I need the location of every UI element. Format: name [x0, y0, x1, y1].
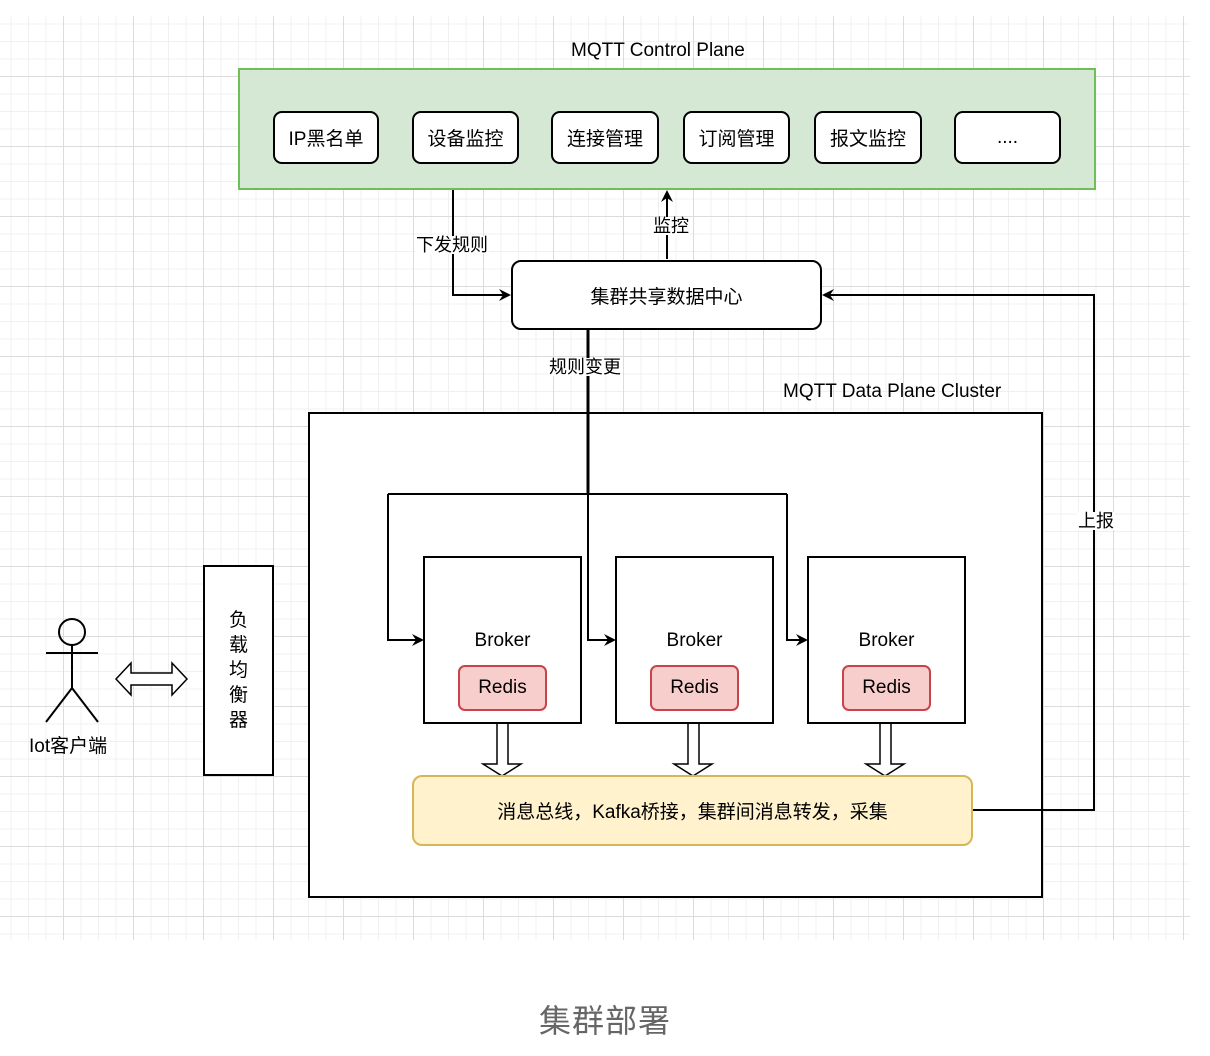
edge-to-broker-1 [387, 494, 424, 646]
block-arrow-broker-3 [863, 722, 907, 777]
lb-char: 载 [228, 635, 248, 656]
message-bus[interactable]: 消息总线，Kafka桥接，集群间消息转发，采集 [412, 775, 973, 846]
control-plane-title: MQTT Control Plane [571, 40, 745, 61]
data-plane-title: MQTT Data Plane Cluster [783, 381, 1002, 402]
redis-2[interactable]: Redis [650, 665, 739, 711]
edge-label-rule-change: 规则变更 [548, 357, 622, 377]
cp-item-subscription-mgmt[interactable]: 订阅管理 [683, 111, 790, 164]
broker-1-label: Broker [474, 630, 531, 651]
redis-3[interactable]: Redis [842, 665, 931, 711]
edge-label-dispatch-rules: 下发规则 [415, 235, 489, 255]
block-arrow-broker-2 [671, 722, 715, 777]
lb-char: 负 [228, 610, 248, 631]
client-label: Iot客户端 [29, 736, 108, 757]
edge-label-report: 上报 [1077, 511, 1115, 531]
cp-item-more[interactable]: .... [954, 111, 1061, 164]
edge-to-broker-2 [587, 494, 616, 646]
edge-label-monitor: 监控 [652, 216, 690, 236]
cp-item-connection-mgmt[interactable]: 连接管理 [551, 111, 659, 164]
double-arrow-icon [114, 661, 189, 697]
shared-data-center[interactable]: 集群共享数据中心 [511, 260, 822, 330]
actor-icon [45, 618, 99, 723]
control-plane-panel [238, 68, 1096, 190]
cp-item-device-monitor[interactable]: 设备监控 [412, 111, 519, 164]
lb-char: 器 [228, 710, 248, 731]
edge-to-broker-3 [786, 494, 808, 646]
broker-2-label: Broker [666, 630, 723, 651]
lb-char: 均 [228, 660, 248, 681]
block-arrow-broker-1 [480, 722, 524, 777]
figure-caption: 集群部署 [538, 1003, 671, 1039]
broker-3-label: Broker [858, 630, 915, 651]
cp-item-packet-monitor[interactable]: 报文监控 [814, 111, 922, 164]
edge-report [822, 289, 1095, 811]
edge-dispatch-rules [452, 190, 511, 301]
lb-char: 衡 [228, 685, 248, 706]
redis-1[interactable]: Redis [458, 665, 547, 711]
cp-item-ip-blacklist[interactable]: IP黑名单 [273, 111, 379, 164]
load-balancer[interactable]: 负 载 均 衡 器 [203, 565, 274, 776]
